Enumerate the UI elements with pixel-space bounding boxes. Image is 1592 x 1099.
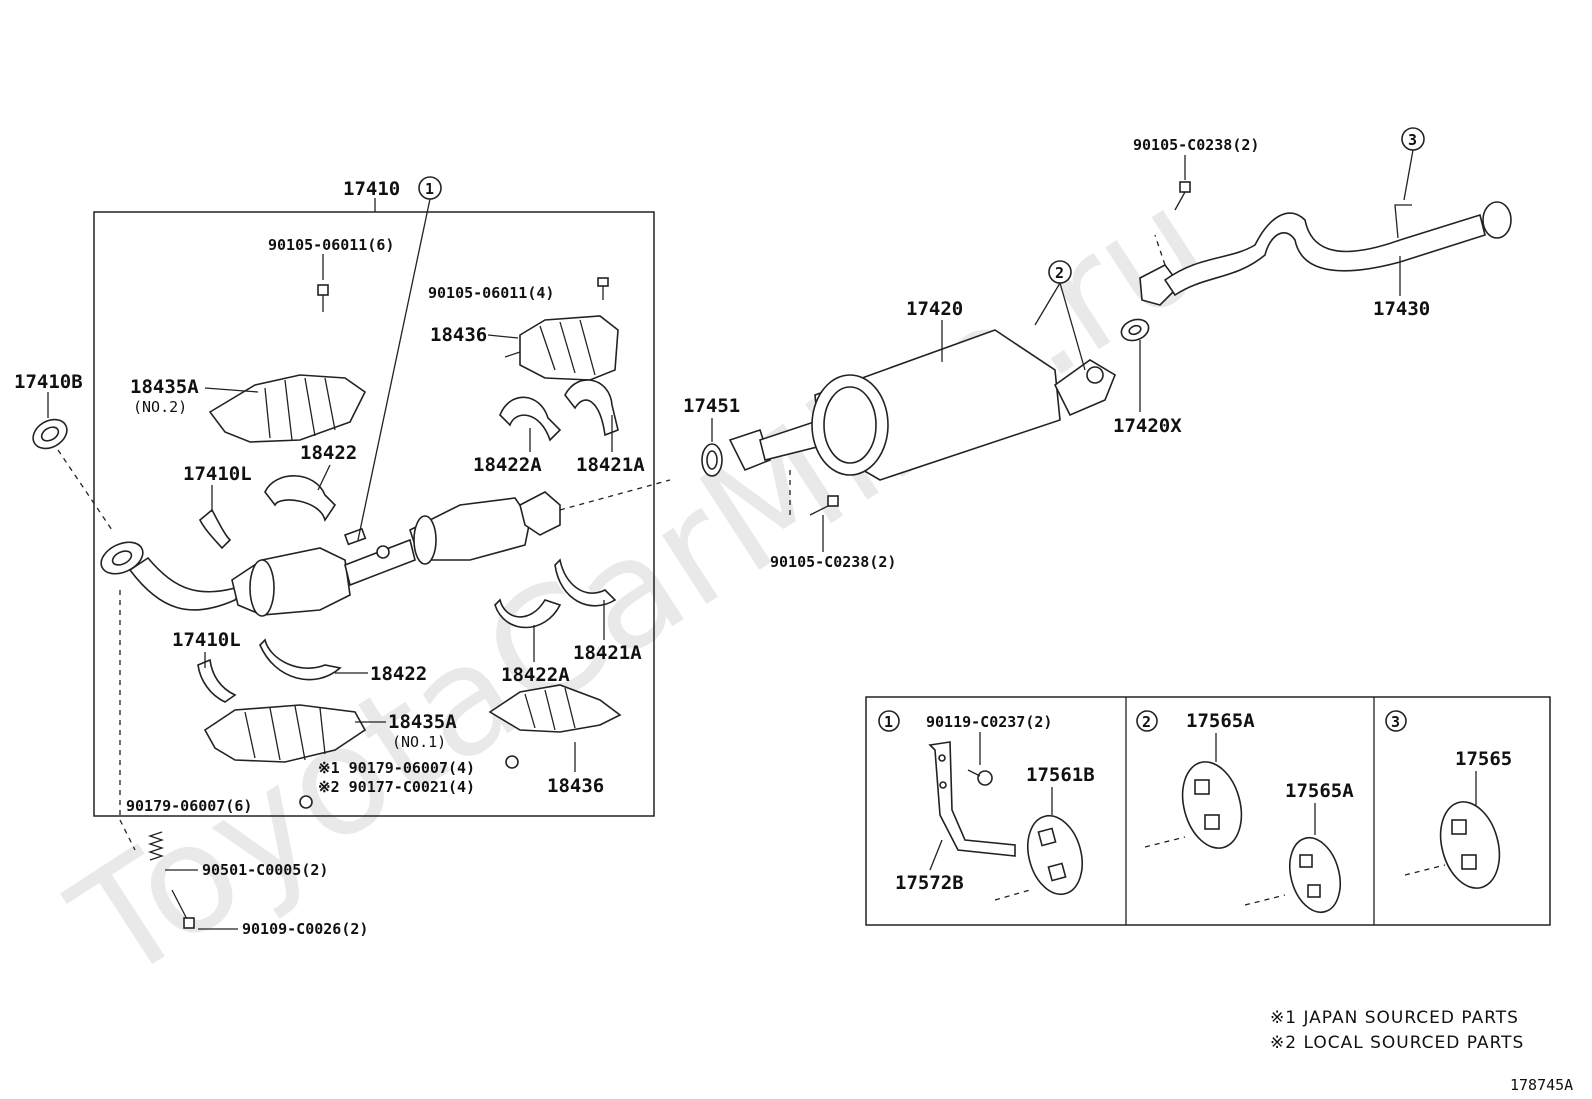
label-18435a-no2: (NO.2) [133, 398, 187, 416]
label-18422a-top: 18422A [473, 454, 542, 476]
label-17451: 17451 [683, 395, 740, 417]
bracket-17410l-bottom-part[interactable] [197, 658, 237, 703]
gasket-17451-part[interactable] [701, 443, 723, 477]
label-17565a-second: 17565A [1285, 780, 1354, 802]
svg-text:3: 3 [1391, 713, 1400, 731]
label-90105-06011-4: 90105-06011(4) [428, 284, 554, 302]
nut-90179-90177-part[interactable] [505, 755, 519, 769]
label-18422-bottom: 18422 [370, 663, 427, 685]
detail-inset-box [865, 696, 1551, 926]
label-17565a-first: 17565A [1186, 710, 1255, 732]
clamp-18422a-top-part[interactable] [499, 396, 562, 442]
label-18422-top: 18422 [300, 442, 357, 464]
heat-insulator-18435a-no1-part[interactable] [203, 704, 367, 763]
label-17565: 17565 [1455, 748, 1512, 770]
label-90105-c0238-mid: 90105-C0238(2) [770, 553, 896, 571]
label-17420: 17420 [906, 298, 963, 320]
svg-text:2: 2 [1142, 713, 1151, 731]
clamp-18422-top-part[interactable] [264, 475, 337, 522]
bolt-90105-c0238-top-part[interactable] [1174, 181, 1191, 211]
gasket-17420x-part[interactable] [1118, 316, 1151, 344]
label-90119-c0237: 90119-C0237(2) [926, 713, 1052, 731]
inset-1-callout: 1 [878, 710, 900, 732]
svg-text:3: 3 [1408, 131, 1417, 149]
assembly-17410-box [93, 211, 655, 817]
bolt-90109-part[interactable] [171, 889, 195, 929]
label-17420x: 17420X [1113, 415, 1182, 437]
label-90177-c0021-4: ※2 90177-C0021(4) [318, 778, 475, 796]
label-17430: 17430 [1373, 298, 1430, 320]
callout-2: 2 [1034, 260, 1086, 371]
callout-1: 1 [357, 176, 442, 541]
inset-3-callout: 3 [1385, 710, 1407, 732]
label-17572b: 17572B [895, 872, 964, 894]
label-17410l-bottom: 17410L [172, 629, 241, 651]
note-japan-sourced: ※1 JAPAN SOURCED PARTS [1270, 1008, 1519, 1028]
label-17410b: 17410B [14, 371, 83, 393]
label-90105-06011-6: 90105-06011(6) [268, 236, 394, 254]
bolt-90119-part[interactable] [967, 769, 993, 786]
label-90105-c0238-top: 90105-C0238(2) [1133, 136, 1259, 154]
heat-insulator-18435a-no2-part[interactable] [208, 374, 367, 443]
callout-3: 3 [1401, 127, 1425, 201]
label-18435a-bottom: 18435A [388, 711, 457, 733]
tail-pipe-17430-part[interactable] [1139, 201, 1512, 306]
label-18421a-top: 18421A [576, 454, 645, 476]
label-90179-06007-4: ※1 90179-06007(4) [318, 759, 475, 777]
spring-90501-part[interactable] [147, 831, 165, 861]
clamp-18422-bottom-part[interactable] [259, 638, 342, 681]
bolt-90105-06011-part[interactable] [317, 284, 329, 312]
label-90179-06007-6: 90179-06007(6) [126, 797, 252, 815]
svg-text:1: 1 [425, 180, 434, 198]
clamp-18422a-bottom-part[interactable] [494, 598, 562, 629]
label-18435a-no1: (NO.1) [392, 733, 446, 751]
label-90501-c0005: 90501-C0005(2) [202, 861, 328, 879]
clamp-18421a-bottom-part[interactable] [554, 558, 617, 607]
label-18422a-bottom: 18422A [501, 664, 570, 686]
rubber-mount-17565-part[interactable] [1432, 795, 1509, 894]
rubber-mount-17565a-second-part[interactable] [1282, 832, 1348, 918]
heat-insulator-18436-bottom-part[interactable] [488, 684, 622, 733]
figure-id: 178745A [1510, 1076, 1573, 1094]
svg-text:1: 1 [884, 713, 893, 731]
label-17561b: 17561B [1026, 764, 1095, 786]
nut-90179-06007-part[interactable] [299, 795, 313, 809]
svg-text:2: 2 [1055, 264, 1064, 282]
heat-insulator-18436-top-part[interactable] [504, 315, 619, 381]
bolt-90105-06011-b-part[interactable] [597, 277, 609, 300]
label-18436-top: 18436 [430, 324, 487, 346]
center-muffler-17420-part[interactable] [728, 329, 1116, 481]
front-exhaust-pipe-part[interactable] [96, 491, 561, 617]
bracket-17410l-top-part[interactable] [199, 508, 232, 550]
rubber-mount-17565a-first-part[interactable] [1174, 755, 1251, 854]
label-90109-c0026: 90109-C0026(2) [242, 920, 368, 938]
label-18435a-top: 18435A [130, 376, 199, 398]
inset-2-callout: 2 [1136, 710, 1158, 732]
bolt-90105-c0238-mid-part[interactable] [809, 495, 839, 516]
hanger-17572b-part[interactable] [928, 741, 1016, 857]
clamp-18421a-top-part[interactable] [564, 379, 619, 437]
rubber-mount-17561b-part[interactable] [1020, 810, 1091, 901]
label-18436-bottom: 18436 [547, 775, 604, 797]
note-local-sourced: ※2 LOCAL SOURCED PARTS [1270, 1033, 1524, 1053]
gasket-17410b-part[interactable] [28, 414, 72, 455]
label-17410l-top: 17410L [183, 463, 252, 485]
label-18421a-bottom: 18421A [573, 642, 642, 664]
label-17410: 17410 [343, 178, 400, 200]
